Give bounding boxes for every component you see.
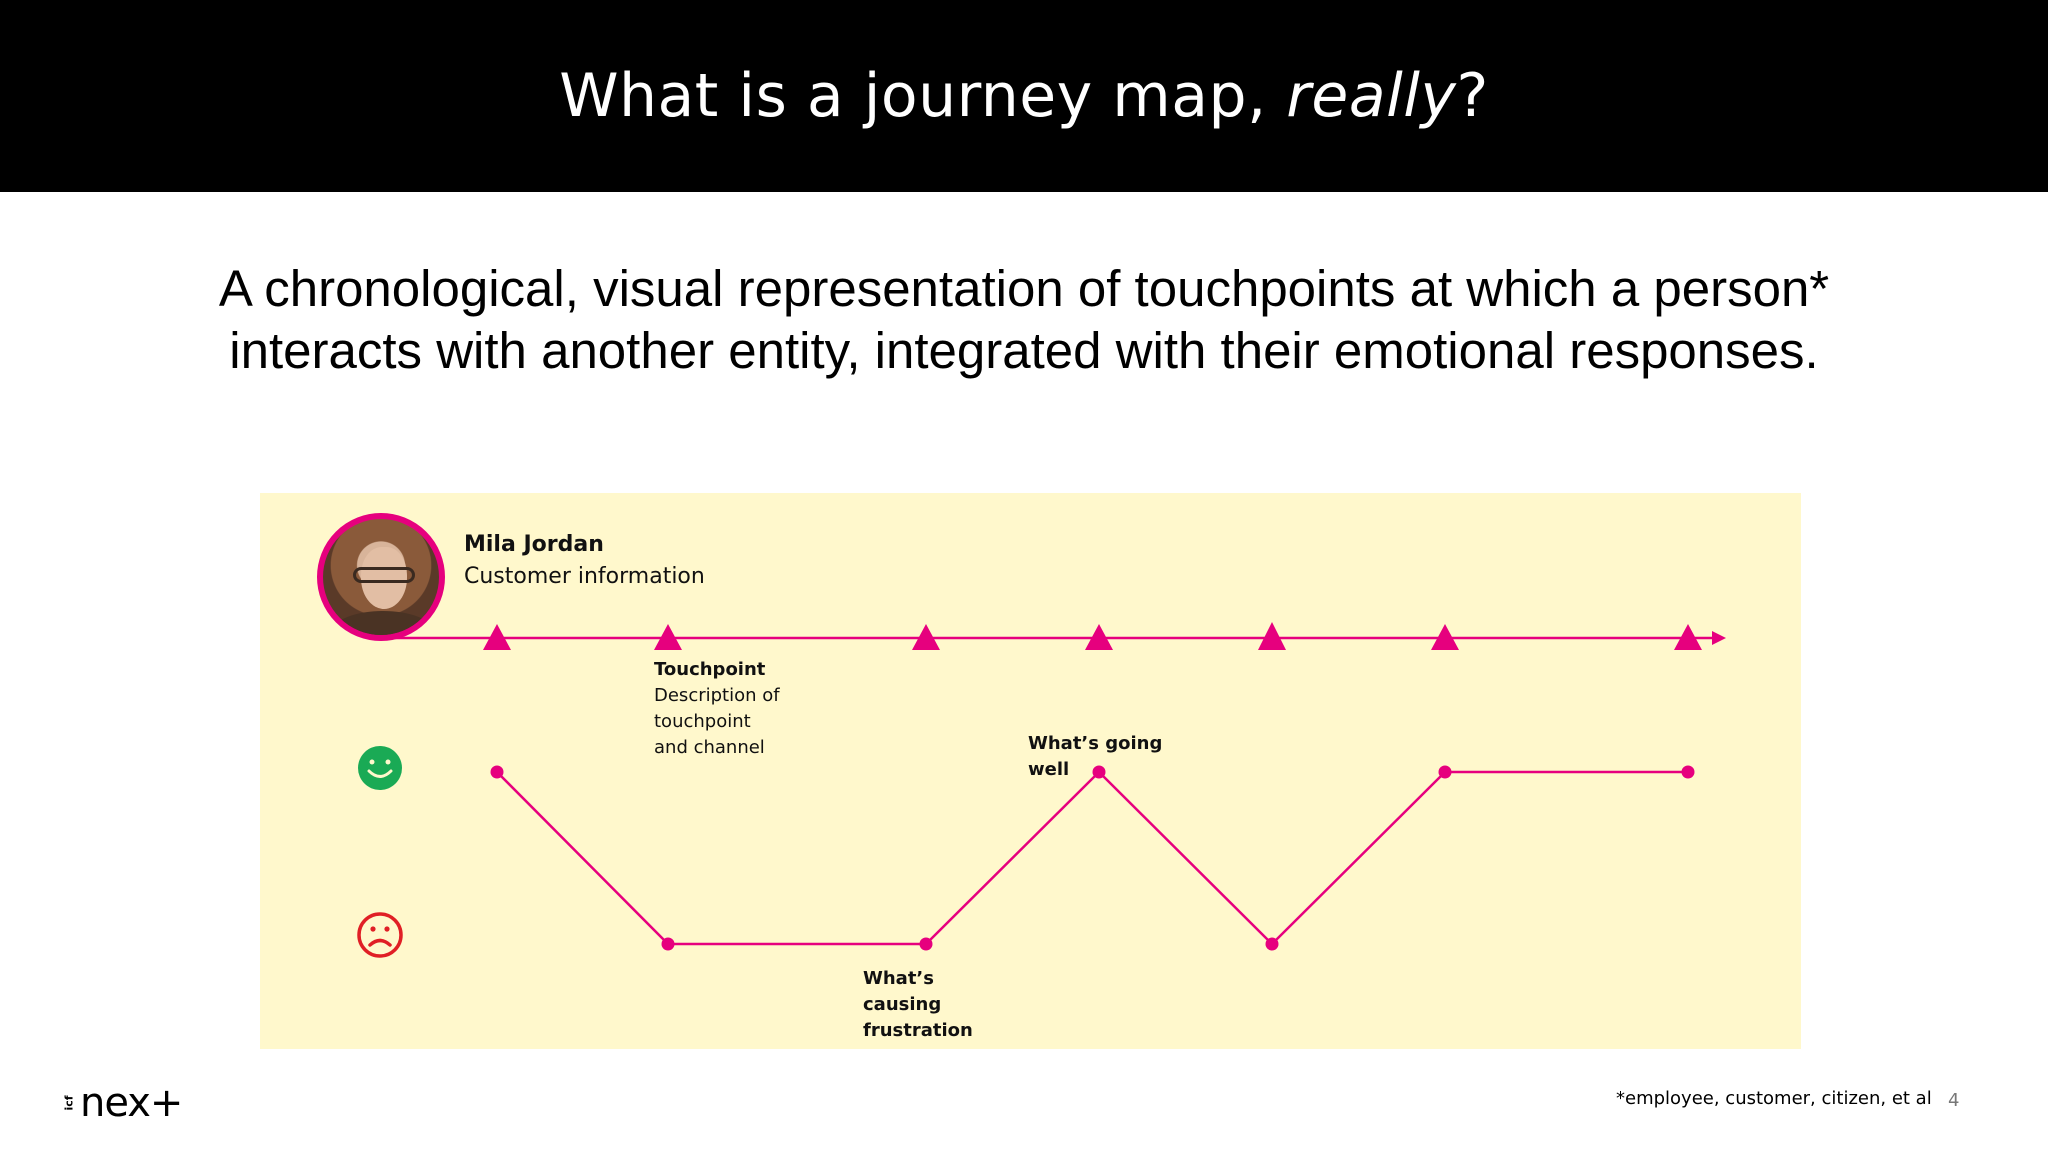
touchpoint-marker xyxy=(1085,624,1113,650)
frustration-line-1: What’s causing xyxy=(863,968,942,1015)
touchpoint-label: Touchpoint Description of touchpoint and… xyxy=(654,657,780,761)
emotion-point xyxy=(661,937,675,951)
brand-icf: icf xyxy=(62,1094,76,1110)
avatar-glasses xyxy=(353,567,415,583)
going-well-line-1: What’s going xyxy=(1028,733,1163,754)
timeline-arrowhead xyxy=(1712,631,1726,645)
touchpoint-label-line-1: Description of xyxy=(654,685,780,706)
touchpoint-label-title: Touchpoint xyxy=(654,659,766,680)
touchpoint-marker xyxy=(1674,624,1702,650)
persona-name: Mila Jordan xyxy=(464,532,604,557)
definition-text: A chronological, visual representation o… xyxy=(120,258,1928,382)
brand-logo: icf nex+ xyxy=(62,1080,184,1126)
emotion-point xyxy=(919,937,933,951)
emotion-point xyxy=(1092,765,1106,779)
touchpoint-marker xyxy=(1431,624,1459,650)
frustration-label: What’s causing frustration xyxy=(863,966,1013,1044)
emotion-point xyxy=(1265,937,1279,951)
persona-avatar xyxy=(317,513,445,641)
going-well-label: What’s going well xyxy=(1028,731,1168,783)
page-number: 4 xyxy=(1948,1090,1960,1111)
emotion-point xyxy=(1438,765,1452,779)
touchpoint-label-line-2: touchpoint xyxy=(654,711,751,732)
touchpoint-markers xyxy=(483,622,1702,650)
brand-next: nex+ xyxy=(80,1080,183,1126)
going-well-line-2: well xyxy=(1028,759,1070,780)
title-bar: What is a journey map, really? xyxy=(0,0,2048,192)
definition-line-1: A chronological, visual representation o… xyxy=(218,260,1830,317)
touchpoint-marker xyxy=(483,624,511,650)
touchpoint-marker xyxy=(654,624,682,650)
avatar-face xyxy=(361,547,407,609)
definition-line-2: interacts with another entity, integrate… xyxy=(229,322,1819,379)
footnote: *employee, customer, citizen, et al xyxy=(1616,1088,1932,1109)
title-main-text: What is a journey map, xyxy=(559,61,1287,131)
emotion-curve xyxy=(496,770,1688,946)
slide-title: What is a journey map, really? xyxy=(559,61,1489,131)
emotion-point xyxy=(1681,765,1695,779)
touchpoint-marker xyxy=(1258,622,1286,650)
frustration-line-2: frustration xyxy=(863,1020,973,1041)
touchpoint-label-line-3: and channel xyxy=(654,737,765,758)
sad-face-icon xyxy=(357,912,403,958)
emotion-points xyxy=(490,765,1695,951)
emotion-point xyxy=(490,765,504,779)
touchpoint-marker xyxy=(912,624,940,650)
persona-info: Customer information xyxy=(464,564,705,589)
title-suffix-text: ? xyxy=(1456,61,1489,131)
title-emphasis-text: really xyxy=(1286,61,1457,131)
smiley-face-icon xyxy=(358,746,402,790)
